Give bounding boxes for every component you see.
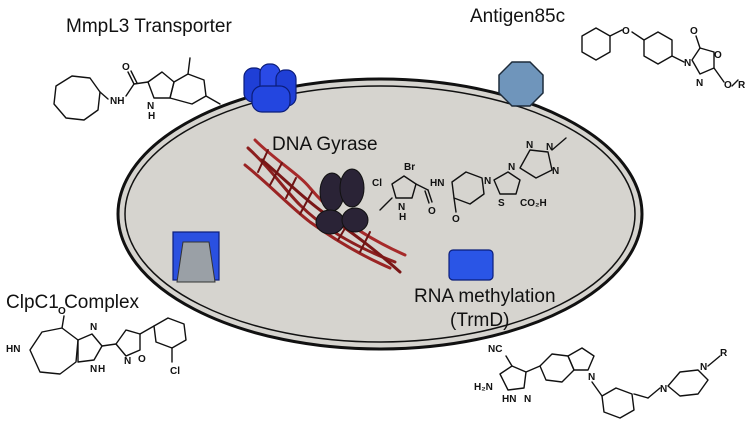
mmpl3-inhibitor-structure: NH O N H — [53, 57, 221, 122]
atom-amide-hn: HN — [430, 178, 444, 189]
atom-nc: NC — [488, 344, 502, 355]
label-clpc1: ClpC1 Complex — [6, 292, 140, 313]
atom-clp-o: O — [58, 306, 66, 317]
atom-pyrrole-h: H — [399, 212, 406, 223]
atom-triazole-n1: N — [526, 140, 533, 151]
atom-isox-n: N — [124, 356, 131, 367]
label-mmpl3: MmpL3 Transporter — [66, 16, 232, 37]
atom-ome-o: O — [452, 214, 460, 225]
atom-thz-n: N — [508, 162, 515, 173]
atom-ring-n: N — [696, 78, 703, 89]
atom-carbonyl-o: O — [122, 62, 130, 73]
atom-carbonyl-o-ag: O — [690, 26, 698, 37]
atom-pip-n1: N — [660, 384, 667, 395]
atom-pip-n2: N — [700, 362, 707, 373]
antigen85c-shape — [498, 61, 544, 107]
dna-helix — [243, 138, 407, 274]
atom-indole-n: N — [147, 101, 154, 112]
atom-co2h: CO₂H — [520, 198, 547, 209]
clpc1-inhibitor-structure: HN O N N H O N Cl — [6, 306, 187, 377]
atom-s: S — [498, 198, 505, 209]
atom-h2n: H₂N — [474, 382, 493, 393]
atom-ind-n1: N — [588, 372, 595, 383]
atom-nh: NH — [110, 96, 124, 107]
atom-r-ind: R — [720, 348, 728, 359]
atom-ether-o: O — [622, 26, 630, 37]
trmd-shape — [448, 249, 494, 281]
atom-pyrrole-n: N — [398, 202, 405, 213]
atom-r-ag: R — [738, 80, 746, 91]
atom-pip-n: N — [484, 176, 491, 187]
atom-or-o: O — [724, 80, 732, 91]
bacterial-cell — [116, 77, 644, 351]
atom-n: N — [684, 58, 691, 69]
atom-ind-n: N — [524, 394, 531, 405]
label-antigen85c: Antigen85c — [470, 6, 565, 27]
atom-ind-hn: HN — [502, 394, 516, 405]
atom-ring-o: O — [714, 50, 722, 61]
atom-triazole-n2: N — [546, 142, 553, 153]
atom-triazole-n3: N — [552, 166, 559, 177]
gyrase-inhibitor-structure: Cl Br N H O HN N O S N CO₂H N N N — [372, 137, 567, 225]
clpc1-complex-shape — [172, 231, 220, 283]
dna-gyrase-shape — [315, 168, 369, 235]
atom-clp-nh: N — [90, 364, 97, 375]
atom-clp-n: N — [90, 322, 97, 333]
mmpl3-transporter-shape — [243, 63, 297, 113]
label-trmd: (TrmD) — [450, 310, 509, 331]
label-rna-methylation: RNA methylation — [414, 286, 556, 307]
atom-amide-o: O — [428, 206, 436, 217]
label-dna-gyrase: DNA Gyrase — [272, 134, 378, 155]
antigen85c-inhibitor-structure: O N O O N O R — [581, 26, 746, 91]
atom-clp-h: H — [98, 364, 105, 375]
atom-cl: Cl — [372, 178, 382, 189]
atom-clp-cl: Cl — [170, 366, 180, 377]
cell-inner-membrane — [124, 85, 636, 343]
atom-clp-hn: HN — [6, 344, 20, 355]
atom-indole-h: H — [148, 111, 155, 122]
atom-br: Br — [404, 162, 415, 173]
trmd-inhibitor-structure: NC H₂N N HN N N N R — [474, 344, 728, 419]
atom-isox-o: O — [138, 354, 146, 365]
